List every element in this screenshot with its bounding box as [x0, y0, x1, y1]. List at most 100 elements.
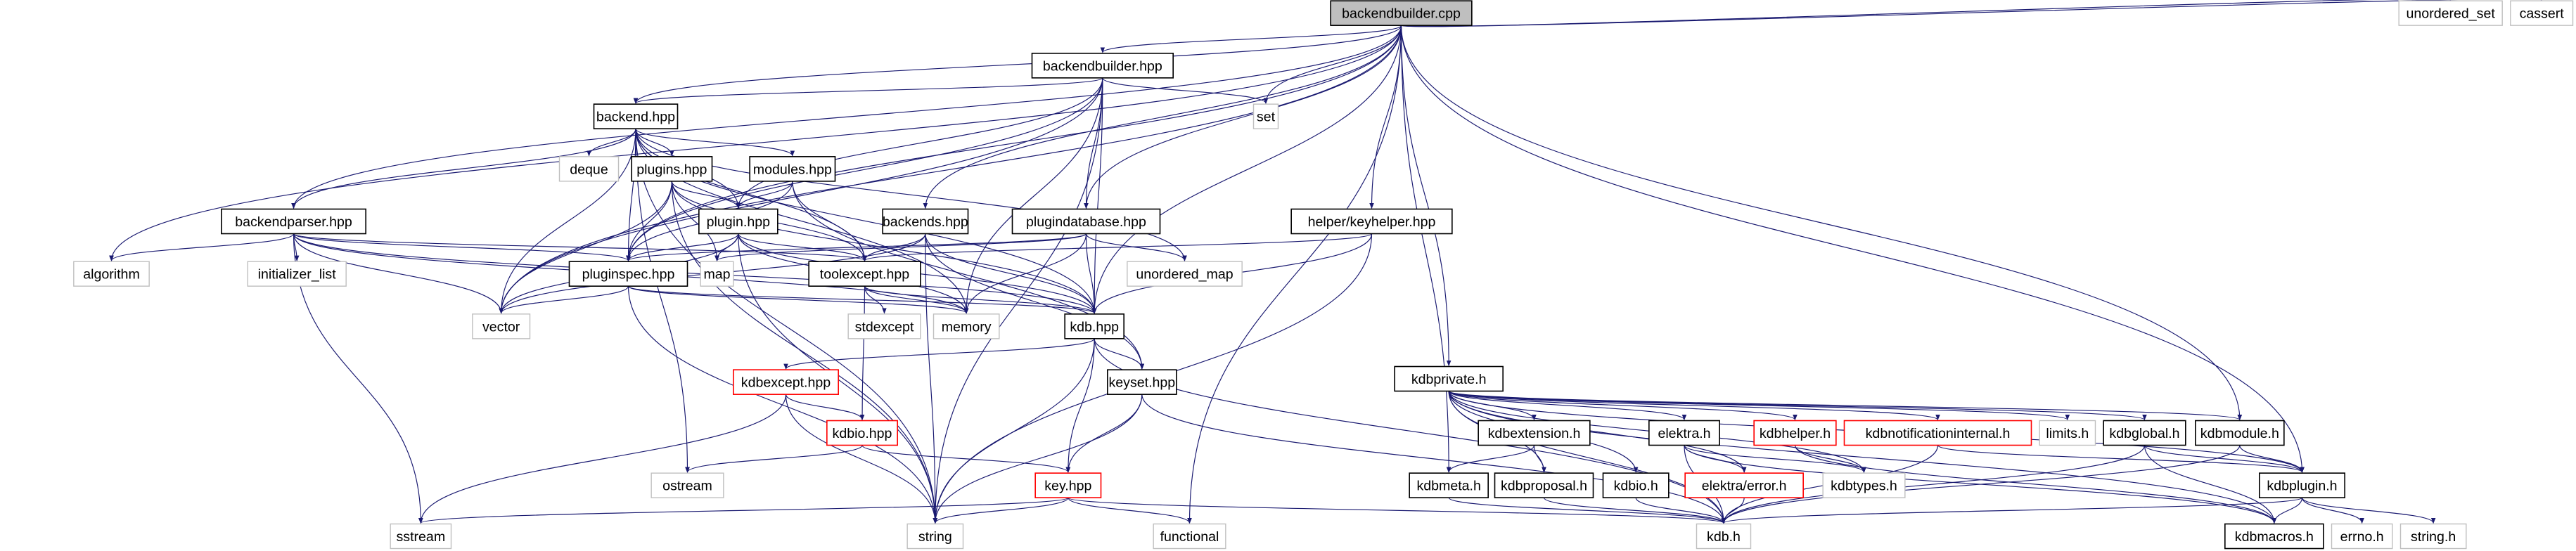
node-kdbio-h[interactable]: kdbio.h [1602, 472, 1670, 498]
node-modules-hpp[interactable]: modules.hpp [749, 156, 836, 182]
node-label: sstream [397, 529, 446, 545]
node-backend-hpp[interactable]: backend.hpp [593, 103, 679, 129]
node-limits-h: limits.h [2039, 420, 2096, 446]
edge-kdbplugin-h-to-kdbmacros-h [2271, 498, 2303, 524]
node-plugins-hpp[interactable]: plugins.hpp [631, 156, 713, 182]
edge-backendparser-hpp-to-pluginspec-hpp [293, 233, 631, 261]
node-deque: deque [558, 156, 620, 182]
node-label: kdbexcept.hpp [741, 375, 831, 391]
node-label: elektra/error.h [1702, 479, 1787, 494]
edge-backends-hpp-to-keyset-hpp [925, 233, 1145, 370]
node-toolexcept-hpp[interactable]: toolexcept.hpp [808, 261, 921, 287]
node-label: kdb.h [1707, 529, 1741, 545]
node-label: map [703, 267, 730, 283]
node-label: backendbuilder.cpp [1342, 6, 1461, 22]
node-box [568, 261, 688, 287]
edge-backendbuilder-hpp-to-set [1102, 77, 1269, 104]
node-box [1064, 313, 1124, 339]
edge-backend-hpp-to-backendparser-hpp [291, 129, 636, 209]
edge-kdbglobal-h-to-kdbmacros-h [2144, 445, 2277, 524]
edge-keyset-hpp-to-string [933, 394, 1143, 524]
node-kdbplugin-h[interactable]: kdbplugin.h [2259, 472, 2345, 498]
node-functional: functional [1153, 523, 1226, 550]
node-box [1478, 420, 1591, 446]
edge-backend-hpp-to-pluginspec-hpp [626, 129, 636, 261]
node-kdbmacros-h[interactable]: kdbmacros.h [2224, 523, 2324, 550]
node-box [906, 523, 964, 550]
node-label: kdbmodule.h [2200, 426, 2279, 441]
node-label: toolexcept.hpp [820, 267, 909, 283]
edge-backendbuilder-cpp-to-kdb-hpp [1091, 25, 1402, 314]
node-kdbtypes-h: kdbtypes.h [1822, 472, 1906, 498]
edge-kdbprivate-h-to-kdbnotificationinternal-h [1448, 390, 1940, 421]
node-kdbextension-h[interactable]: kdbextension.h [1478, 420, 1591, 446]
node-backendbuilder-cpp[interactable]: backendbuilder.cpp [1330, 0, 1473, 26]
node-kdbglobal-h[interactable]: kdbglobal.h [2103, 420, 2186, 446]
node-kdbprivate-h[interactable]: kdbprivate.h [1394, 365, 1504, 392]
node-box [1034, 472, 1102, 498]
edge-backendbuilder-cpp-to-set [1263, 25, 1402, 104]
node-elektra-h[interactable]: elektra.h [1648, 420, 1720, 446]
node-helper-keyhelper-hpp[interactable]: helper/keyhelper.hpp [1290, 208, 1453, 235]
edge-backend-hpp-to-vector [499, 129, 636, 314]
edge-backendbuilder-cpp-to-vector [499, 25, 1402, 314]
edge-backendbuilder-cpp-to-kdbprivate-h [1400, 25, 1452, 367]
edge-kdbprivate-h-to-kdbhelper-h [1448, 390, 1798, 421]
node-kdbio-hpp[interactable]: kdbio.hpp [826, 420, 898, 446]
edge-backend-hpp-to-string [635, 129, 938, 524]
node-kdbexcept-hpp[interactable]: kdbexcept.hpp [733, 369, 839, 395]
node-kdb-hpp[interactable]: kdb.hpp [1064, 313, 1124, 339]
node-elektra-error-h[interactable]: elektra/error.h [1684, 472, 1804, 498]
edge-plugin-hpp-to-toolexcept-hpp [738, 233, 867, 261]
node-kdbmeta-h[interactable]: kdbmeta.h [1409, 472, 1489, 498]
node-kdbproposal-h[interactable]: kdbproposal.h [1494, 472, 1594, 498]
node-kdbnotificationinternal-h[interactable]: kdbnotificationinternal.h [1843, 420, 2032, 446]
node-backends-hpp[interactable]: backends.hpp [882, 208, 969, 235]
node-label: kdbmacros.h [2235, 529, 2314, 545]
edge-kdb-hpp-to-kdbexcept-hpp [783, 338, 1095, 370]
node-kdbmodule-h[interactable]: kdbmodule.h [2195, 420, 2285, 446]
node-plugin-hpp[interactable]: plugin.hpp [698, 208, 778, 235]
node-pluginspec-hpp[interactable]: pluginspec.hpp [568, 261, 688, 287]
edge-plugins-hpp-to-kdb-hpp [671, 181, 1097, 314]
node-label: kdbio.h [1614, 479, 1658, 494]
node-label: kdbmeta.h [1416, 479, 1480, 494]
node-label: kdbprivate.h [1411, 372, 1487, 387]
edge-plugindatabase-hpp-to-kdb-hpp [1085, 233, 1097, 314]
node-kdbhelper-h[interactable]: kdbhelper.h [1753, 420, 1837, 446]
edge-plugin-hpp-to-pluginspec-hpp [626, 233, 739, 261]
edge-plugindatabase-hpp-to-memory [963, 233, 1087, 314]
edge-kdb-hpp-to-string [933, 338, 1095, 524]
edge-kdbmodule-h-to-kdb-h [1721, 445, 2241, 524]
edge-pluginspec-hpp-to-kdb-hpp [627, 285, 1097, 314]
node-label: plugins.hpp [636, 162, 707, 177]
node-keyset-hpp[interactable]: keyset.hpp [1107, 369, 1177, 395]
node-label: pluginspec.hpp [582, 267, 675, 283]
edge-backendbuilder-hpp-to-memory [963, 77, 1103, 314]
edge-keyset-hpp-to-kdb-h [1141, 394, 1726, 524]
edge-modules-hpp-to-plugin-hpp [736, 181, 793, 209]
node-backendparser-hpp[interactable]: backendparser.hpp [221, 208, 366, 235]
node-box [247, 261, 347, 287]
node-box [826, 420, 898, 446]
node-box [1031, 53, 1174, 79]
edge-backendbuilder-cpp-to-kdbmodule-h [1400, 25, 2243, 421]
edge-pluginspec-hpp-to-vector [499, 285, 629, 314]
node-box [1011, 208, 1161, 235]
edge-kdbprivate-h-to-elektra-h [1448, 390, 1687, 421]
node-string-h: string.h [2399, 523, 2467, 550]
edge-kdbexcept-hpp-to-sstream [418, 394, 787, 524]
node-backendbuilder-hpp[interactable]: backendbuilder.hpp [1031, 53, 1174, 79]
node-plugindatabase-hpp[interactable]: plugindatabase.hpp [1011, 208, 1161, 235]
edge-backendbuilder-hpp-to-plugin-hpp [736, 77, 1103, 209]
edge-pluginspec-hpp-to-memory [627, 285, 969, 314]
edge-kdbplugin-h-to-kdb-h [1722, 497, 2303, 524]
node-sstream: sstream [390, 523, 452, 550]
edge-backendparser-hpp-to-toolexcept-hpp [293, 233, 867, 261]
edge-kdbprivate-h-to-kdbglobal-h [1448, 390, 2147, 421]
edge-kdbplugin-h-to-string-h [2301, 497, 2436, 524]
node-box [73, 261, 150, 287]
node-key-hpp[interactable]: key.hpp [1034, 472, 1102, 498]
edge-backendbuilder-cpp-to-pluginspec-hpp [626, 25, 1402, 261]
node-box [1107, 369, 1177, 395]
